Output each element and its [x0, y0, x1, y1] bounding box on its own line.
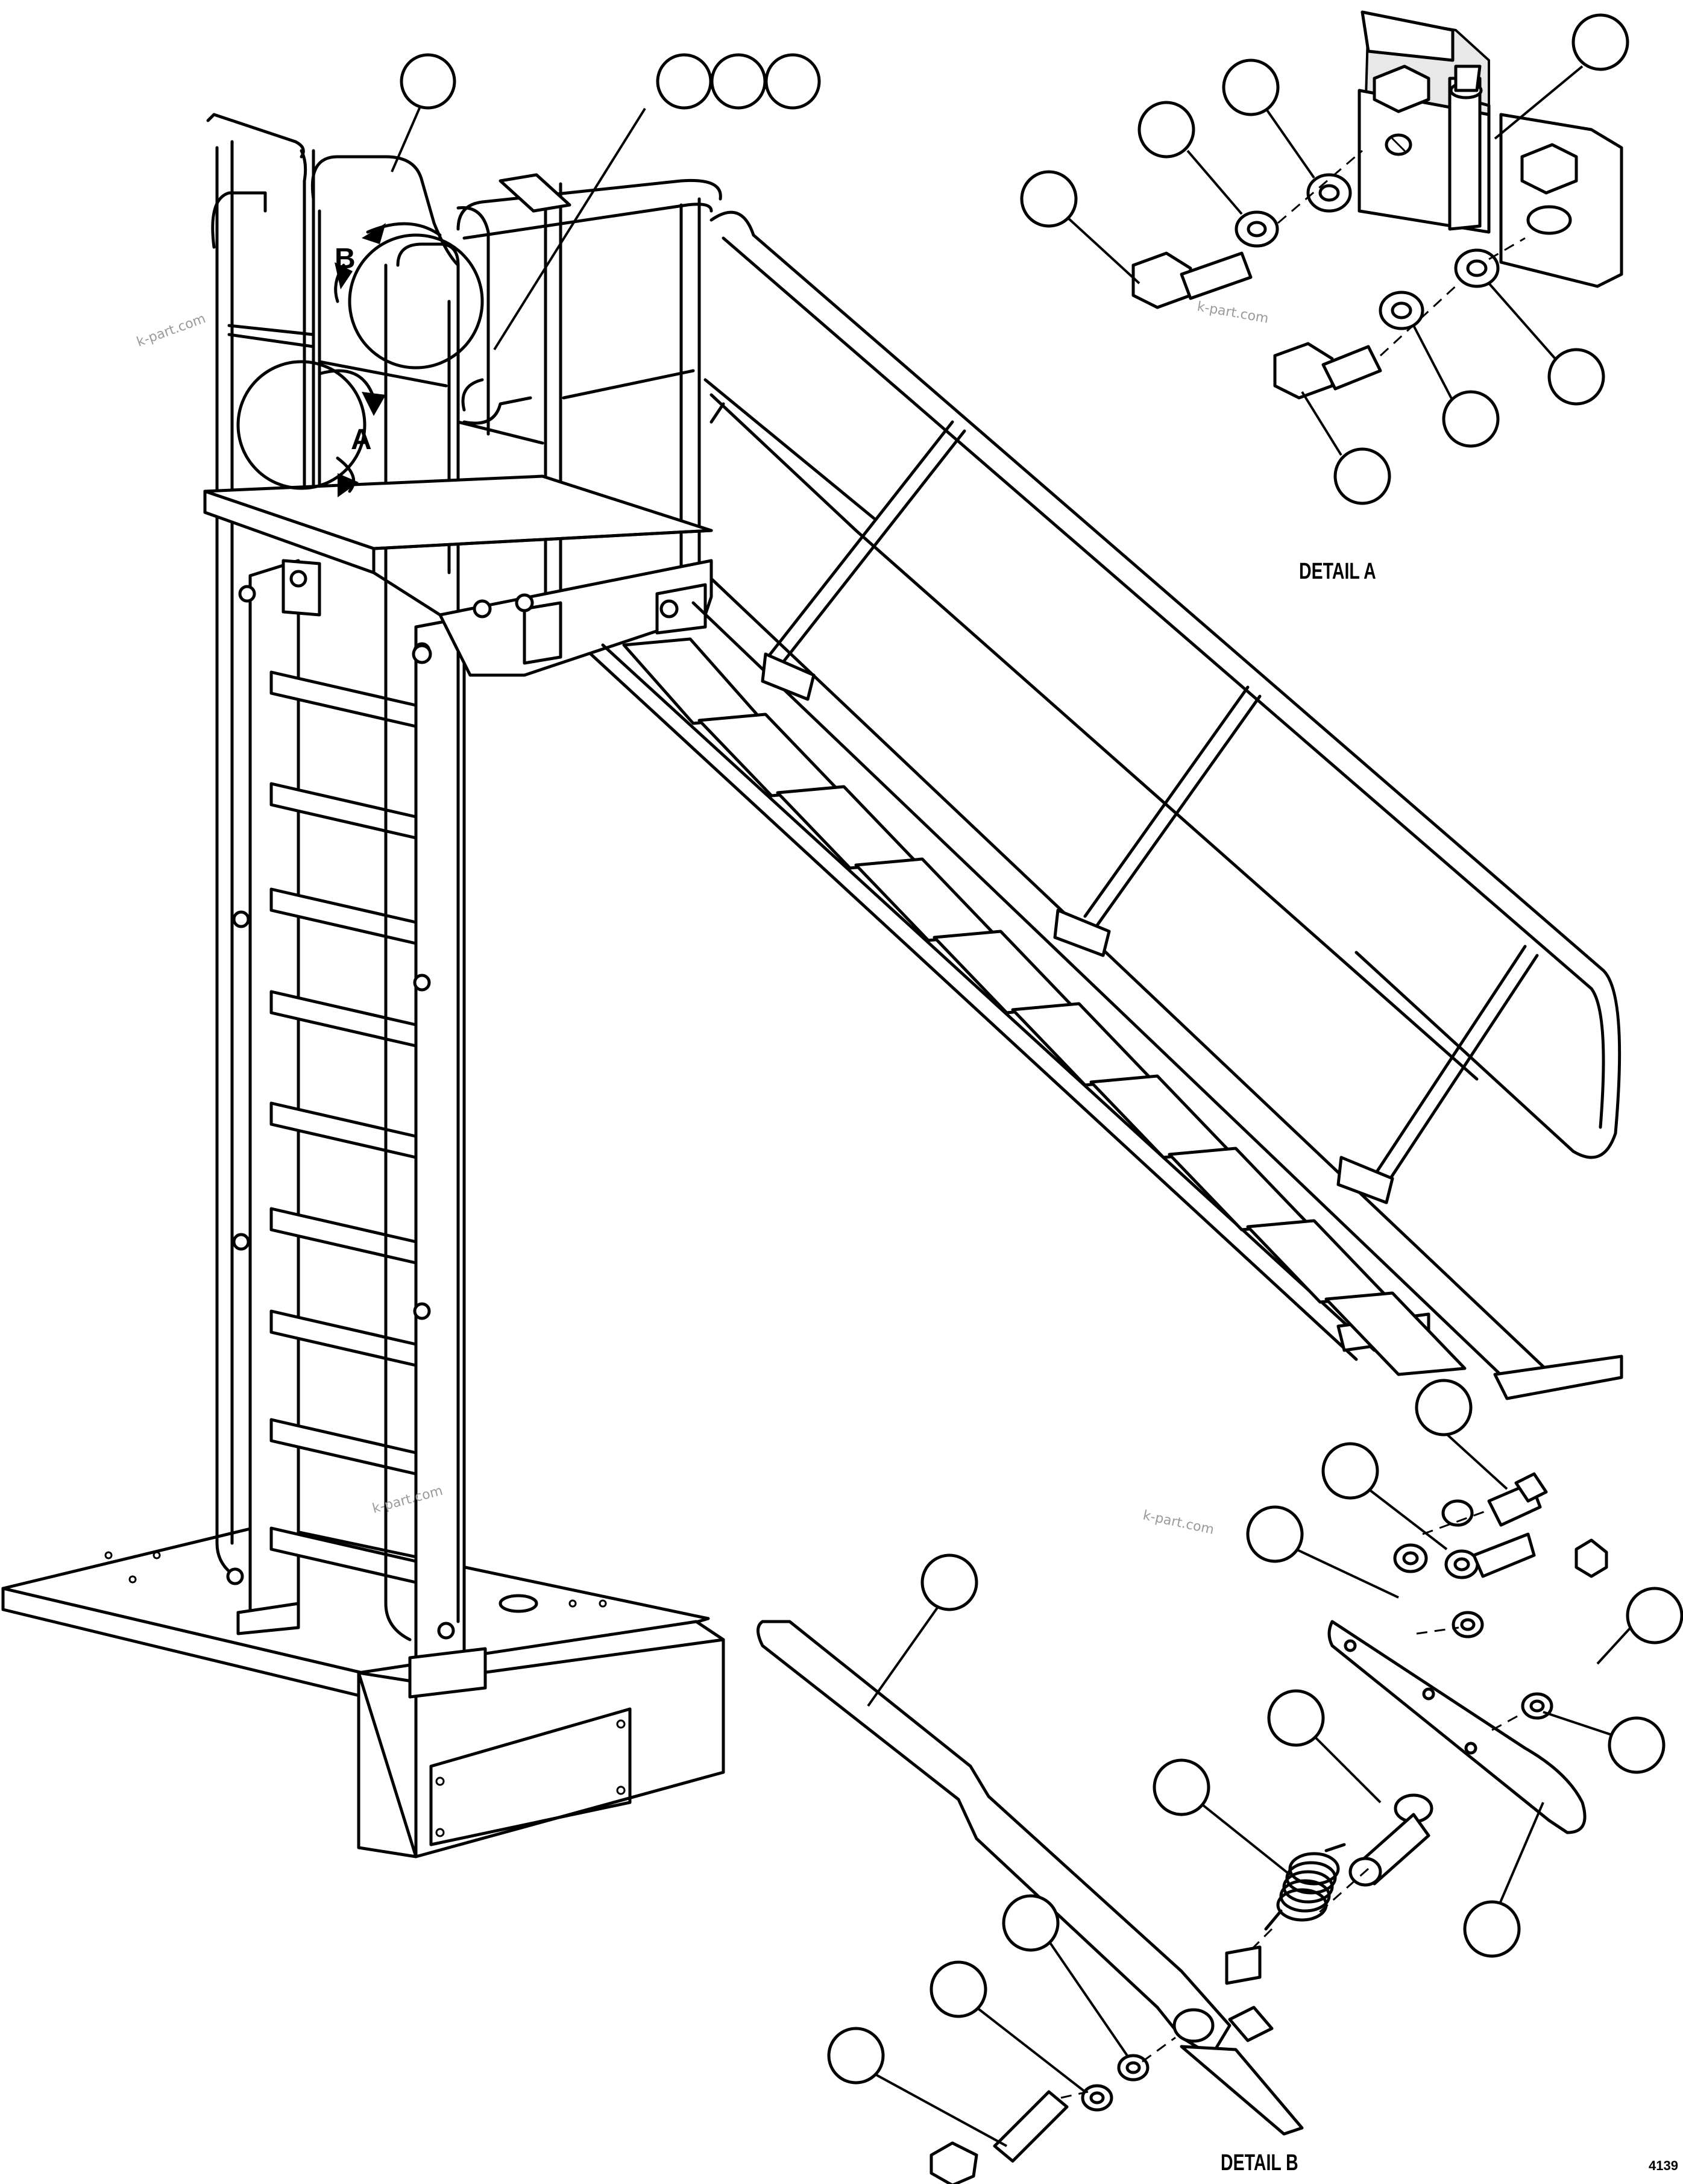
callout-balloon — [1547, 348, 1605, 406]
detail-b-caption: DETAIL B — [1221, 2150, 1298, 2176]
drawing-number: 4139 — [1649, 2158, 1678, 2173]
ladder-tower — [215, 140, 487, 1699]
detail-b-callouts — [827, 1379, 1683, 2147]
callout-balloon — [1246, 1505, 1304, 1563]
platform-deck — [203, 474, 713, 677]
callout-balloon — [1222, 58, 1280, 116]
stairway — [589, 210, 1623, 1400]
hardware-a — [1131, 149, 1526, 400]
detail-a: DETAIL A — [1020, 10, 1629, 584]
callout-balloon — [1267, 1689, 1325, 1747]
step-plate — [1327, 1620, 1587, 1834]
ladder-stair-assembly: A B — [1, 53, 1623, 1858]
detail-a-caption: DETAIL A — [1299, 559, 1376, 584]
detail-a-callouts — [1020, 13, 1629, 505]
callout-balloon — [1463, 1900, 1521, 1958]
callout-balloon — [1571, 13, 1629, 71]
callout-balloon — [1626, 1587, 1683, 1644]
watermark-text: k-part.com — [1142, 1508, 1215, 1537]
stair-treads — [622, 637, 1467, 1376]
callout-balloon — [1153, 1758, 1210, 1816]
callout-balloon — [1442, 390, 1500, 448]
watermark-text: k-part.com — [1196, 299, 1269, 326]
callout-balloon — [1321, 1442, 1379, 1500]
callout-balloon — [1137, 101, 1195, 159]
callout-balloon — [827, 2027, 885, 2085]
view-b-label: B — [335, 243, 356, 275]
callout-balloon — [656, 53, 713, 110]
callout-balloon — [764, 53, 821, 110]
main-view-callouts — [391, 53, 821, 351]
base-skid — [1, 1523, 725, 1858]
callout-balloon — [400, 53, 456, 110]
platform-cage — [206, 113, 722, 662]
callout-balloon — [1333, 447, 1391, 505]
callout-balloon — [920, 1553, 978, 1611]
callout-balloon — [1415, 1379, 1473, 1437]
torsion-spring — [1264, 1843, 1346, 1931]
ladder-rungs — [269, 670, 418, 1584]
detail-callout-circles: A B — [236, 222, 484, 497]
view-a-label: A — [351, 424, 372, 456]
detail-b: DETAIL B — [757, 1379, 1683, 2184]
hardware-b — [930, 1472, 1608, 2184]
watermark-text: k-part.com — [135, 311, 208, 350]
step-arm — [757, 1620, 1304, 2136]
callout-balloon — [1608, 1716, 1666, 1774]
callout-balloon — [1020, 170, 1078, 228]
hinge-bracket — [1357, 10, 1623, 288]
callout-balloon — [1002, 1894, 1060, 1952]
callout-balloon — [710, 53, 767, 110]
callout-balloon — [930, 1960, 987, 2018]
